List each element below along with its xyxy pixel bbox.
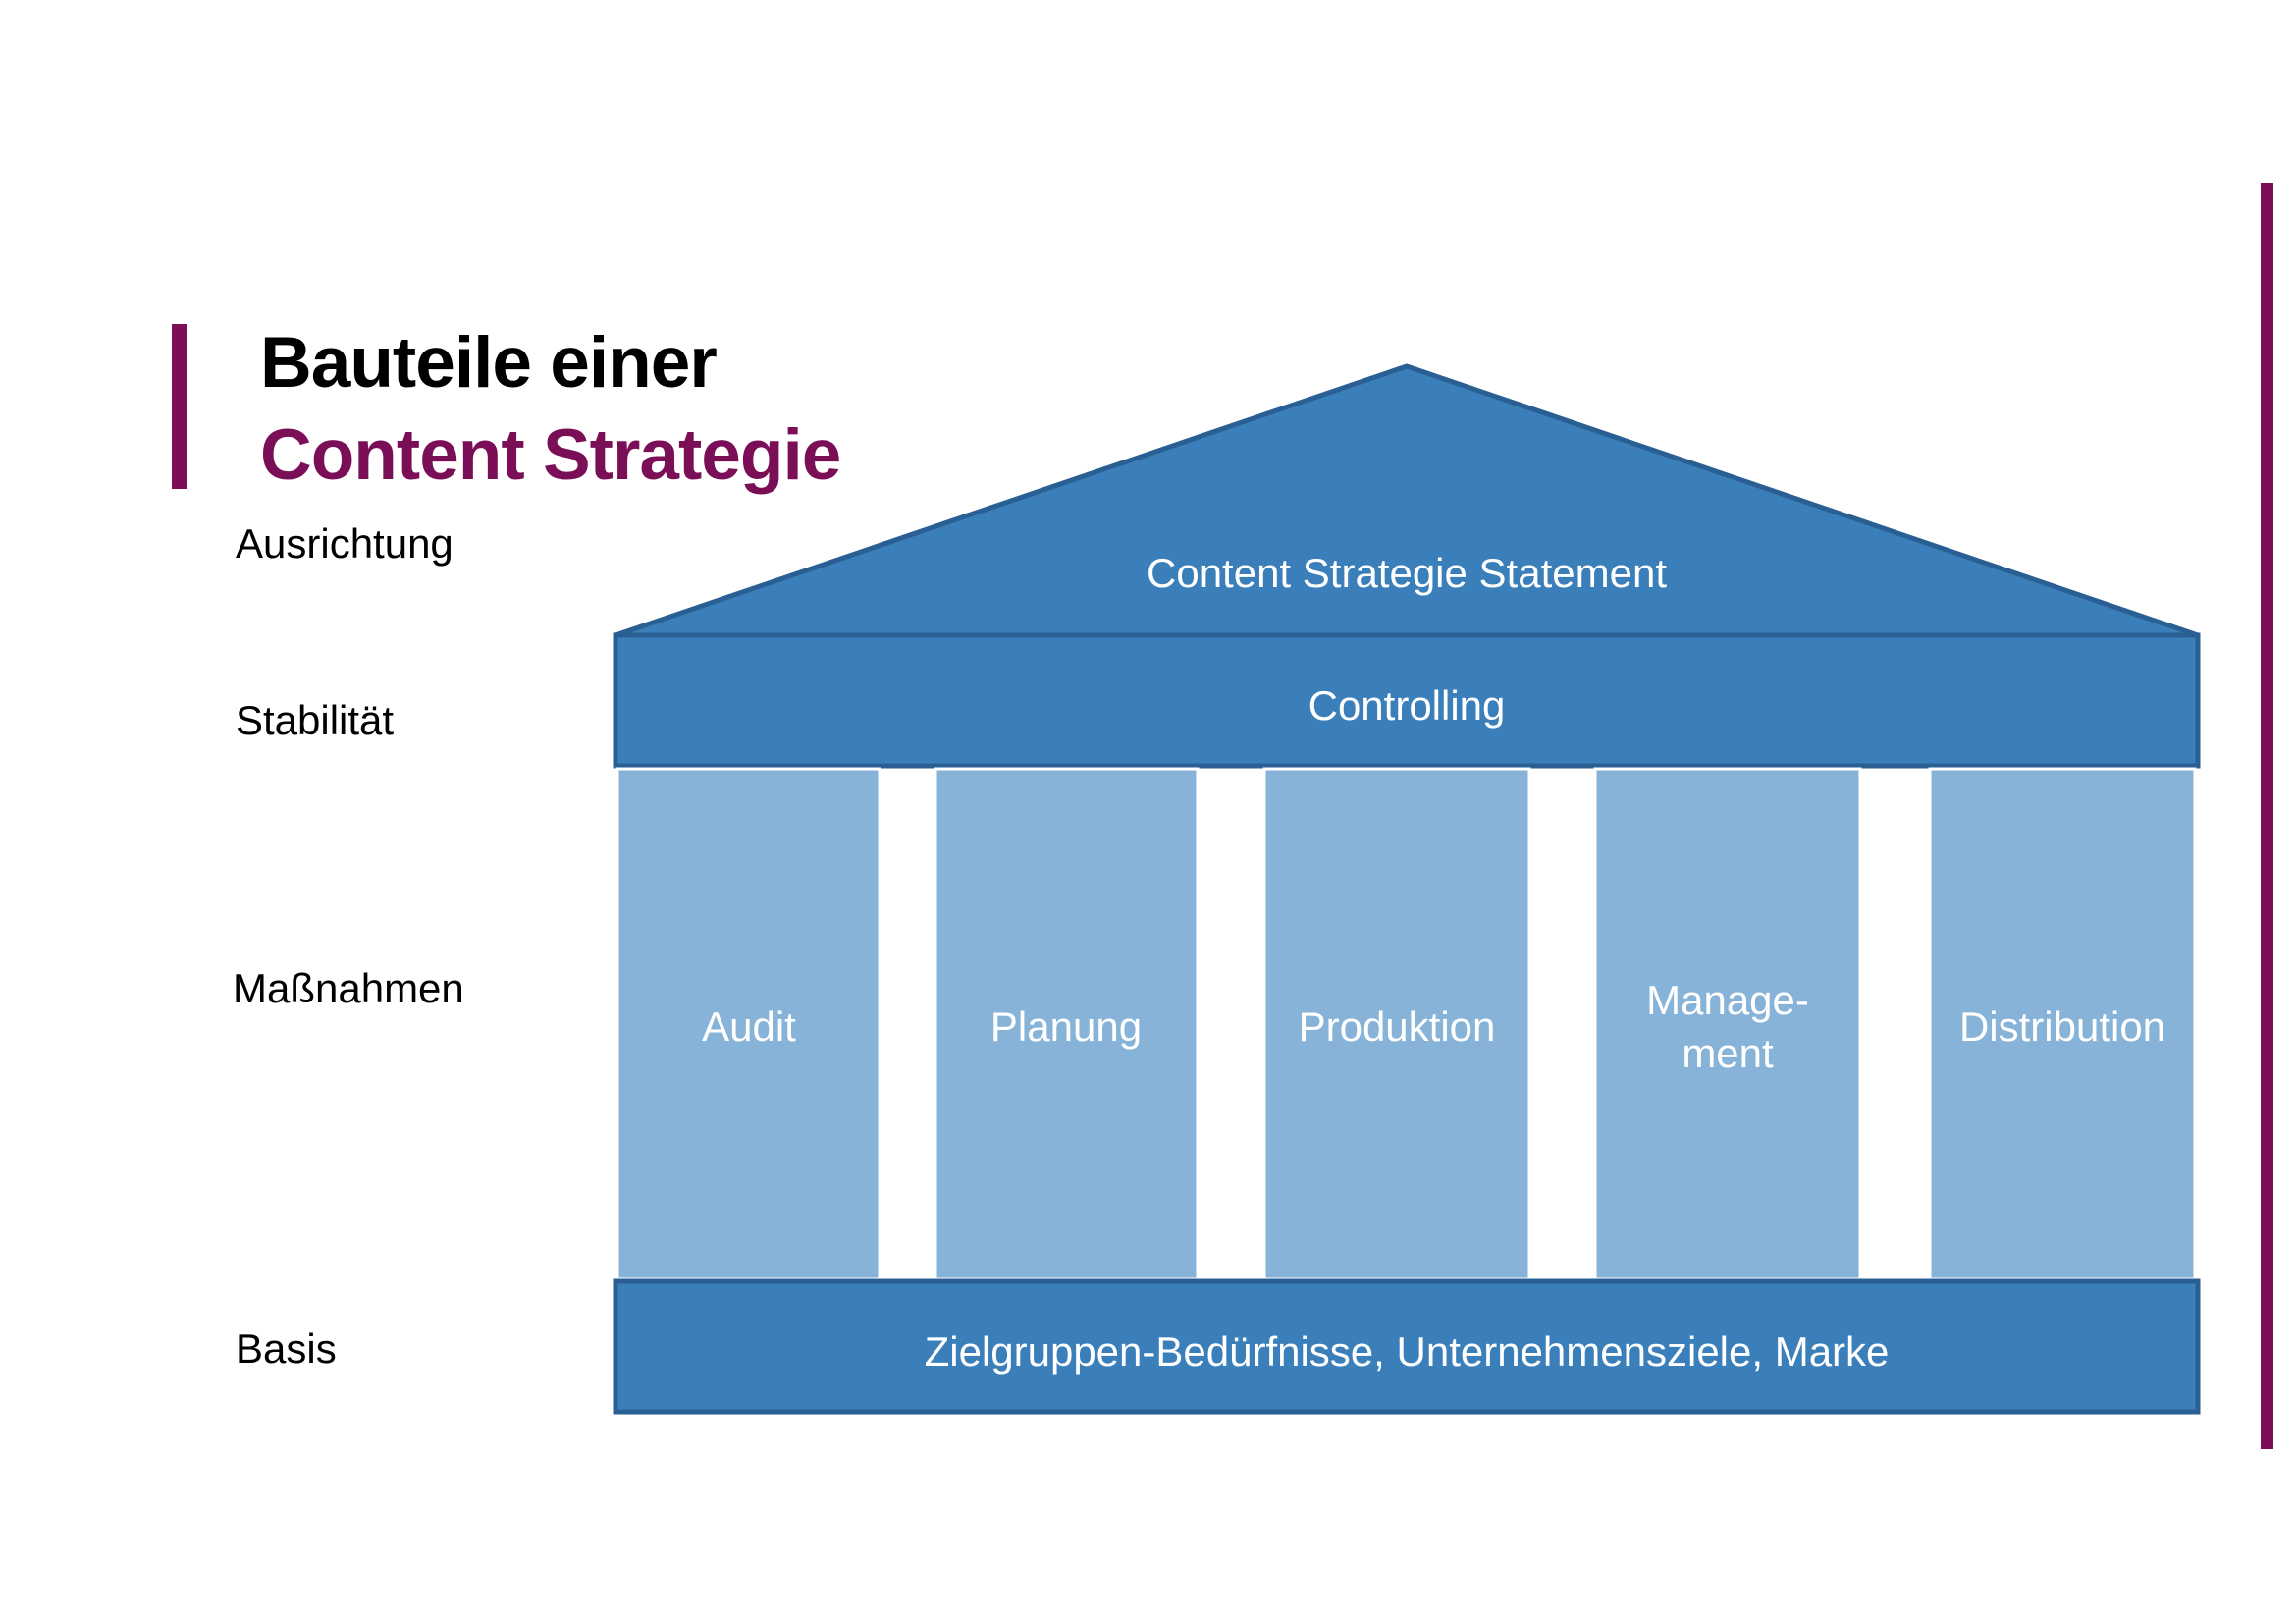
foundation-shape bbox=[613, 1278, 2201, 1415]
level-label-stabilitaet: Stabilität bbox=[236, 697, 395, 743]
level-label-basis: Basis bbox=[236, 1326, 337, 1372]
roof-text: Content Strategie Statement bbox=[1147, 550, 1667, 596]
pillar-label-line-2: ment bbox=[1682, 1030, 1774, 1076]
pillar-planung bbox=[934, 767, 1200, 1281]
title-line-2: Content Strategie bbox=[260, 415, 841, 495]
pillar-label: Distribution bbox=[1959, 1003, 2165, 1050]
pillar-label: Planung bbox=[990, 1003, 1142, 1050]
right-accent-bar bbox=[2261, 183, 2273, 1449]
level-label-massnahmen: Maßnahmen bbox=[233, 965, 464, 1011]
pillar-label: Produktion bbox=[1299, 1003, 1496, 1050]
foundation-text: Zielgruppen-Bedürfnisse, Unternehmenszie… bbox=[925, 1328, 1890, 1375]
title-line-1: Bauteile einer bbox=[260, 323, 718, 403]
pillar-label: Audit bbox=[702, 1003, 796, 1050]
pillar-label-line-1: Manage- bbox=[1646, 977, 1809, 1023]
level-label-ausrichtung: Ausrichtung bbox=[236, 520, 454, 567]
pillar-audit bbox=[615, 767, 881, 1281]
pillar-produktion bbox=[1262, 767, 1531, 1281]
title-accent-bar bbox=[172, 324, 187, 489]
pillar-management bbox=[1593, 767, 1862, 1281]
beam-shape bbox=[613, 632, 2201, 769]
beam-text: Controlling bbox=[1308, 682, 1506, 729]
